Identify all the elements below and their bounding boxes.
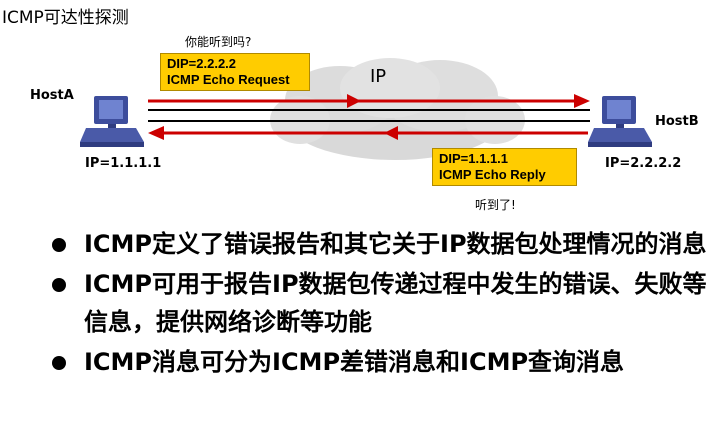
bullet-dot <box>52 356 66 370</box>
bullet-dot <box>52 278 66 292</box>
request-message-box: DIP=2.2.2.2 ICMP Echo Request <box>160 53 310 91</box>
bullet-dot <box>52 238 66 252</box>
hostB-name: HostB <box>655 114 699 129</box>
reply-type: ICMP Echo Reply <box>439 167 546 182</box>
hostA-ip: IP=1.1.1.1 <box>85 156 162 171</box>
bullet-text: ICMP定义了错误报告和其它关于IP数据包处理情况的消息 <box>84 230 707 258</box>
hostA-computer-icon <box>80 96 144 147</box>
ip-cloud <box>270 58 525 160</box>
bullet-text: ICMP消息可分为ICMP差错消息和ICMP查询消息 <box>84 348 625 376</box>
hostA-name: HostA <box>30 88 74 103</box>
page-title: ICMP可达性探测 <box>2 8 129 28</box>
reply-arrow <box>148 126 588 140</box>
request-type: ICMP Echo Request <box>167 72 290 87</box>
bullet-list: ICMP定义了错误报告和其它关于IP数据包处理情况的消息 ICMP可用于报告IP… <box>52 225 707 383</box>
bullet-item: ICMP可用于报告IP数据包传递过程中发生的错误、失败等信息，提供网络诊断等功能 <box>52 265 707 341</box>
request-arrow <box>148 94 590 108</box>
request-question: 你能听到吗? <box>185 35 252 49</box>
icmp-diagram <box>80 58 652 160</box>
bullet-text: ICMP可用于报告IP数据包传递过程中发生的错误、失败等信息，提供网络诊断等功能 <box>84 270 707 336</box>
reply-answer: 听到了! <box>475 198 516 212</box>
reply-dip: DIP=1.1.1.1 <box>439 151 509 166</box>
reply-message-box: DIP=1.1.1.1 ICMP Echo Reply <box>432 148 577 186</box>
hostB-computer-icon <box>588 96 652 147</box>
ip-cloud-label: IP <box>370 66 387 87</box>
hostB-ip: IP=2.2.2.2 <box>605 156 682 171</box>
bullet-item: ICMP定义了错误报告和其它关于IP数据包处理情况的消息 <box>52 225 707 263</box>
request-dip: DIP=2.2.2.2 <box>167 56 237 71</box>
bullet-item: ICMP消息可分为ICMP差错消息和ICMP查询消息 <box>52 343 707 381</box>
